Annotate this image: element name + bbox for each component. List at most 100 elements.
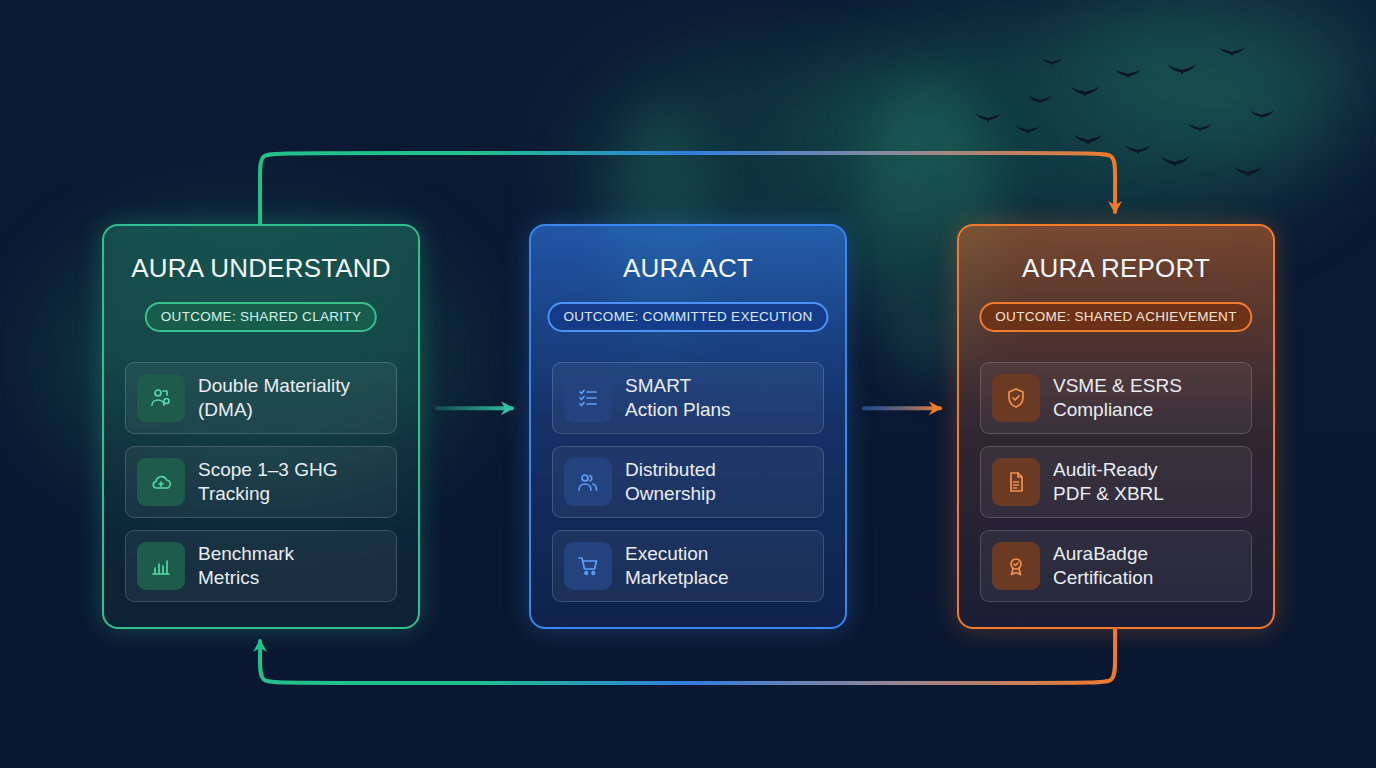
icon-stroke (158, 564, 160, 574)
bird (1115, 69, 1141, 79)
icon-glyph (1011, 559, 1021, 575)
feature-icon (137, 374, 185, 422)
icon-stroke (580, 397, 584, 400)
feature-card: VSME & ESRS Compliance (980, 362, 1252, 434)
icon-tile (992, 374, 1040, 422)
icon-glyph (579, 558, 597, 574)
icon-stroke (163, 391, 167, 395)
feature-label: VSME & ESRS Compliance (1053, 374, 1228, 422)
stage-panel: AURA UNDERSTAND OUTCOME: SHARED CLARITY Do… (102, 224, 420, 629)
bird (1250, 110, 1274, 119)
feature-icon (992, 458, 1040, 506)
icon-stroke (579, 484, 591, 490)
icon-stroke (155, 390, 161, 396)
icon-stroke (1009, 389, 1023, 407)
feature-card: Double Materiality (DMA) (125, 362, 397, 434)
icon-stroke (164, 399, 169, 404)
outcome-text: OUTCOME: SHARED CLARITY (161, 309, 361, 324)
icon-stroke (580, 403, 584, 406)
icon-tile (992, 542, 1040, 590)
feature-icon (137, 542, 185, 590)
icon-glyph (1009, 389, 1023, 407)
icon-tile (564, 458, 612, 506)
bird (1219, 47, 1245, 57)
feature-icon (992, 542, 1040, 590)
icon-stroke (1011, 473, 1022, 491)
icon-stroke (1018, 473, 1022, 477)
loop-arrow (260, 153, 1115, 224)
feature-card: Distributed Ownership (552, 446, 824, 518)
feature-label: Benchmark Metrics (198, 542, 338, 590)
bird (1188, 123, 1212, 132)
stage-panel: AURA REPORT OUTCOME: SHARED ACHIEVEMENT VS… (957, 224, 1275, 629)
feature-icon (564, 542, 612, 590)
panel-title: AURA UNDERSTAND (104, 253, 418, 283)
icon-tile (564, 374, 612, 422)
bird (1071, 86, 1100, 97)
icon-stroke (1012, 569, 1021, 575)
bird (1161, 156, 1190, 167)
icon-stroke (590, 476, 592, 482)
feature-label: Scope 1–3 GHG Tracking (198, 458, 373, 506)
icon-stroke (592, 572, 595, 575)
outcome-pill: OUTCOME: SHARED CLARITY (145, 302, 377, 332)
feature-card: Audit-Ready PDF & XBRL (980, 446, 1252, 518)
icon-glyph (1011, 473, 1022, 491)
icon-stroke (1014, 563, 1018, 566)
icon-glyph (579, 475, 597, 490)
feature-card: Execution Marketplace (552, 530, 824, 602)
flow-arrow (437, 406, 512, 410)
icon-tile (137, 374, 185, 422)
icon-stroke (166, 561, 168, 574)
icon-stroke (160, 482, 162, 486)
icon-tile (137, 542, 185, 590)
feature-label: AuraBadge Certification (1053, 542, 1228, 590)
flow-arrow (864, 406, 940, 410)
feature-card: SMART Action Plans (552, 362, 824, 434)
outcome-pill: OUTCOME: COMMITTED EXECUTION (547, 302, 828, 332)
icon-stroke (154, 568, 156, 574)
bird (1074, 134, 1103, 145)
loop-arrow (260, 629, 1115, 683)
icon-tile (137, 458, 185, 506)
feature-card: Benchmark Metrics (125, 530, 397, 602)
outcome-text: OUTCOME: COMMITTED EXECUTION (563, 309, 812, 324)
bird (975, 113, 1001, 123)
feature-card: AuraBadge Certification (980, 530, 1252, 602)
icon-glyph (153, 477, 170, 488)
bird-flock (975, 47, 1274, 177)
icon-stroke (1014, 487, 1017, 489)
icon-tile (564, 542, 612, 590)
feature-icon (992, 374, 1040, 422)
stage-panel: AURA ACT OUTCOME: COMMITTED EXECUTION SMAR… (529, 224, 847, 629)
bird (1168, 64, 1197, 75)
bird (1028, 95, 1052, 104)
icon-stroke (587, 403, 596, 405)
icon-tile (992, 458, 1040, 506)
bird (1234, 166, 1263, 177)
feature-label: Execution Marketplace (625, 542, 800, 590)
icon-stroke (1013, 396, 1019, 400)
feature-icon (564, 458, 612, 506)
icon-glyph (152, 390, 169, 405)
aurora-band (1070, 0, 1376, 140)
icon-stroke (1014, 484, 1019, 486)
icon-stroke (153, 477, 170, 488)
icon-stroke (580, 391, 584, 394)
icon-stroke (1011, 559, 1021, 569)
icon-stroke (579, 558, 597, 569)
panel-title: AURA ACT (531, 253, 845, 283)
feature-card: Scope 1–3 GHG Tracking (125, 446, 397, 518)
bird (1016, 125, 1040, 134)
bird (1041, 58, 1063, 66)
icon-stroke (1014, 481, 1019, 483)
outcome-pill: OUTCOME: SHARED ACHIEVEMENT (979, 302, 1252, 332)
feature-icon (137, 458, 185, 506)
panel-title: AURA REPORT (959, 253, 1273, 283)
icon-glyph (580, 391, 596, 406)
bird (1125, 145, 1151, 155)
feature-label: SMART Action Plans (625, 374, 740, 422)
icon-stroke (587, 397, 596, 399)
feature-label: Double Materiality (DMA) (198, 374, 373, 422)
